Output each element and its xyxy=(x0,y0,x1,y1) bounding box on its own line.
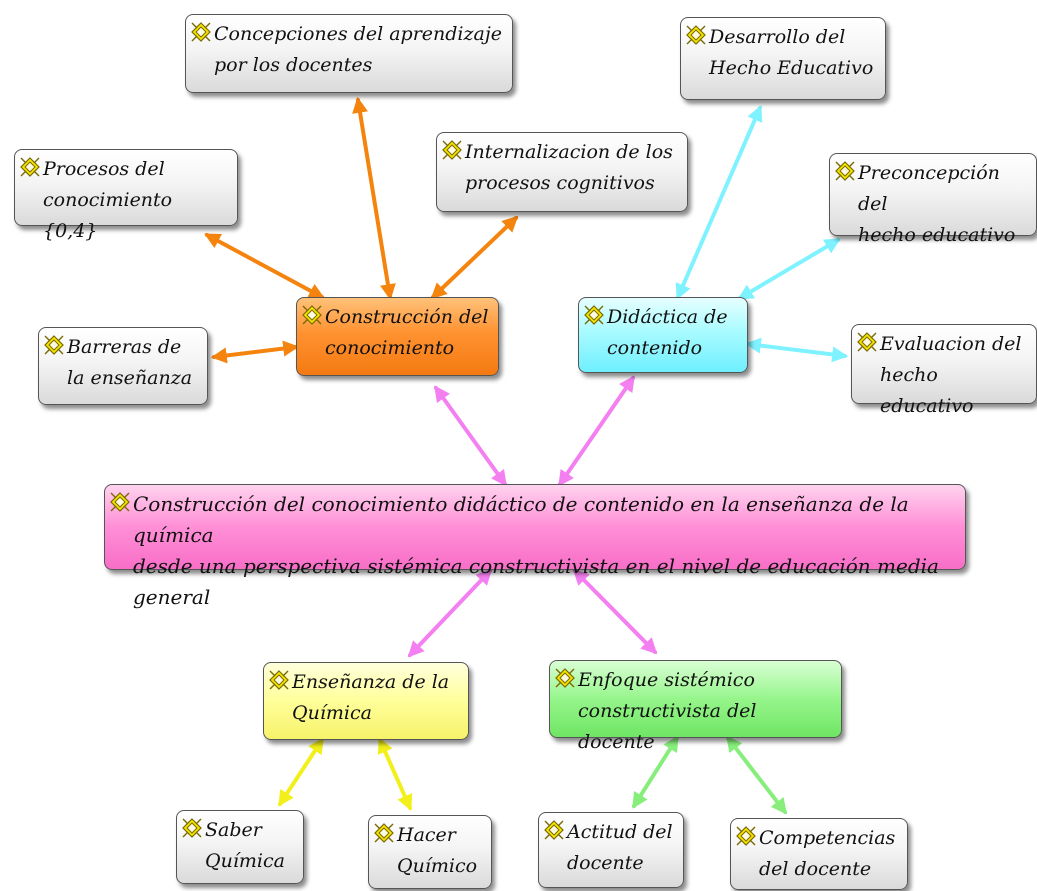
connector-construccion-barreras xyxy=(210,340,300,364)
concept-icon xyxy=(555,668,575,688)
concept-icon xyxy=(686,25,706,45)
node-label: Concepciones del aprendizaje por los doc… xyxy=(214,23,502,76)
connector-construccion-concepciones xyxy=(352,96,396,301)
node-preconcepcion[interactable]: Preconcepción del hecho educativo xyxy=(829,153,1037,246)
concept-icon xyxy=(182,818,202,838)
node-label: Evaluacion del hecho educativo xyxy=(880,333,1022,417)
concept-icon xyxy=(857,332,877,352)
node-ensenanza[interactable]: Enseñanza de la Química xyxy=(263,662,469,740)
node-construccion[interactable]: Construcción del conocimiento xyxy=(296,297,499,376)
concept-icon xyxy=(544,820,564,840)
concept-icon xyxy=(584,305,604,325)
concept-icon xyxy=(302,305,322,325)
node-label: Saber Química xyxy=(205,819,285,872)
connector-ensenanza-hacer xyxy=(377,737,413,811)
connector-central-construccion xyxy=(434,385,507,487)
node-label: Enseñanza de la Química xyxy=(292,671,450,724)
concept-icon xyxy=(191,22,211,42)
node-saber[interactable]: Saber Química xyxy=(176,810,304,884)
node-label: Enfoque sistémico constructivista del do… xyxy=(578,669,757,753)
connector-construccion-procesos xyxy=(204,233,325,299)
node-central-topic[interactable]: Construcción del conocimiento didáctico … xyxy=(104,484,966,609)
node-label: Construcción del conocimiento didáctico … xyxy=(133,492,939,609)
connector-didactica-evaluacion xyxy=(744,337,849,363)
connector-ensenanza-saber xyxy=(278,737,324,807)
connector-central-ensenanza xyxy=(407,568,493,658)
concept-icon xyxy=(20,157,40,177)
node-label: Didáctica de contenido xyxy=(607,306,728,359)
node-label: Construcción del conocimiento xyxy=(325,306,489,359)
connector-construccion-internalizacion xyxy=(430,215,519,300)
connector-enfoque-actitud xyxy=(632,735,679,809)
node-label: Hacer Químico xyxy=(397,824,478,877)
node-evaluacion[interactable]: Evaluacion del hecho educativo xyxy=(851,324,1037,417)
node-label: Actitud del docente xyxy=(567,821,673,874)
node-label: Barreras de la enseñanza xyxy=(67,336,193,389)
node-competencias[interactable]: Competencias del docente xyxy=(730,818,908,890)
concept-icon xyxy=(44,335,64,355)
connector-didactica-desarrollo xyxy=(675,105,763,300)
node-internalizacion[interactable]: Internalizacion de los procesos cognitiv… xyxy=(436,132,688,212)
connector-didactica-preconcepcion xyxy=(737,238,841,300)
concept-icon xyxy=(736,826,756,846)
concept-icon xyxy=(269,670,289,690)
node-label: Preconcepción del hecho educativo xyxy=(858,162,1016,246)
connector-enfoque-competencias xyxy=(726,735,787,815)
concept-icon xyxy=(110,492,130,512)
node-enfoque[interactable]: Enfoque sistémico constructivista del do… xyxy=(549,660,842,753)
node-label: Procesos del conocimiento {0,4} xyxy=(43,158,173,242)
node-procesos[interactable]: Procesos del conocimiento {0,4} xyxy=(14,149,238,242)
node-label: Internalizacion de los procesos cognitiv… xyxy=(465,141,673,194)
concept-icon xyxy=(374,823,394,843)
node-label: Desarrollo del Hecho Educativo xyxy=(709,26,874,79)
node-hacer[interactable]: Hacer Químico xyxy=(368,815,492,889)
node-desarrollo[interactable]: Desarrollo del Hecho Educativo xyxy=(680,17,886,100)
node-label: Competencias del docente xyxy=(759,827,896,880)
concept-icon xyxy=(442,140,462,160)
connector-central-enfoque xyxy=(572,568,658,655)
node-concepciones[interactable]: Concepciones del aprendizaje por los doc… xyxy=(185,14,513,93)
node-didactica[interactable]: Didáctica de contenido xyxy=(578,297,748,373)
node-barreras[interactable]: Barreras de la enseñanza xyxy=(38,327,208,405)
connector-central-didactica xyxy=(558,375,635,487)
concept-icon xyxy=(835,161,855,181)
node-actitud[interactable]: Actitud del docente xyxy=(538,812,684,888)
